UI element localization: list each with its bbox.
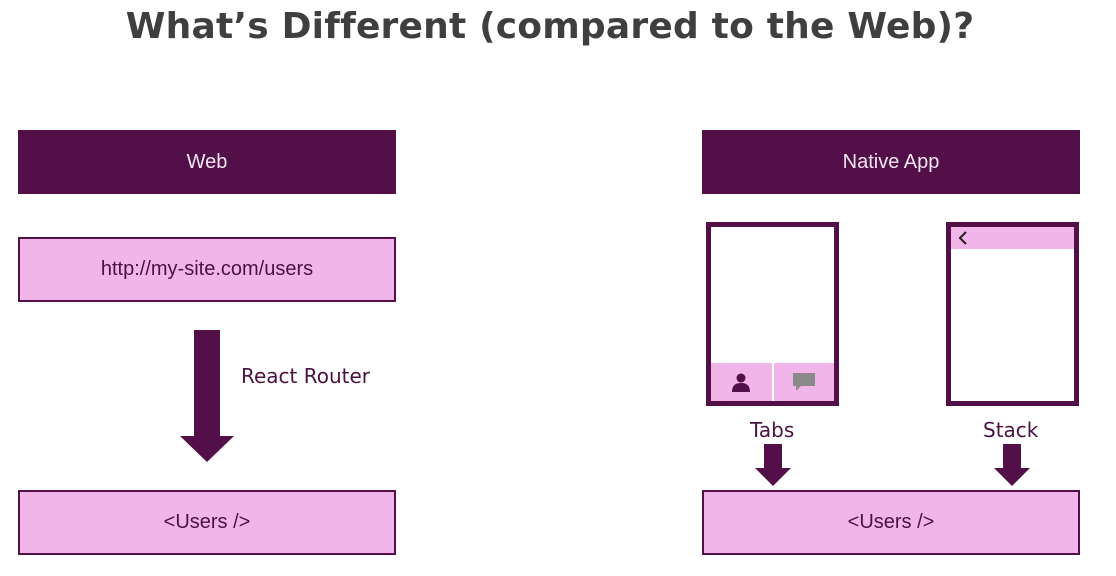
tab-chat[interactable] bbox=[771, 363, 835, 401]
web-header-label: Web bbox=[186, 150, 228, 173]
user-icon bbox=[732, 373, 751, 392]
web-header: Web bbox=[18, 130, 396, 194]
chat-bubble-icon bbox=[792, 373, 815, 391]
native-component-text: <Users /> bbox=[847, 511, 935, 533]
stack-label: Stack bbox=[983, 418, 1039, 442]
web-component-box: <Users /> bbox=[18, 490, 396, 555]
tabs-label: Tabs bbox=[750, 418, 795, 442]
tab-users[interactable] bbox=[711, 363, 772, 401]
router-down-arrow-icon bbox=[180, 330, 234, 462]
stack-header-bar bbox=[951, 227, 1074, 249]
web-component-text: <Users /> bbox=[163, 511, 251, 533]
chevron-left-icon[interactable] bbox=[957, 231, 969, 245]
stack-phone-mockup bbox=[946, 222, 1079, 406]
native-component-box: <Users /> bbox=[702, 490, 1080, 555]
router-label: React Router bbox=[241, 364, 371, 388]
tabs-down-arrow-icon bbox=[755, 444, 791, 486]
url-box: http://my-site.com/users bbox=[18, 237, 396, 302]
url-text: http://my-site.com/users bbox=[100, 258, 314, 280]
stack-down-arrow-icon bbox=[994, 444, 1030, 486]
page-title: What’s Different (compared to the Web)? bbox=[125, 6, 975, 47]
native-header-label: Native App bbox=[842, 150, 940, 173]
tab-bar bbox=[711, 363, 834, 401]
native-header: Native App bbox=[702, 130, 1080, 194]
tabs-phone-mockup bbox=[706, 222, 839, 406]
